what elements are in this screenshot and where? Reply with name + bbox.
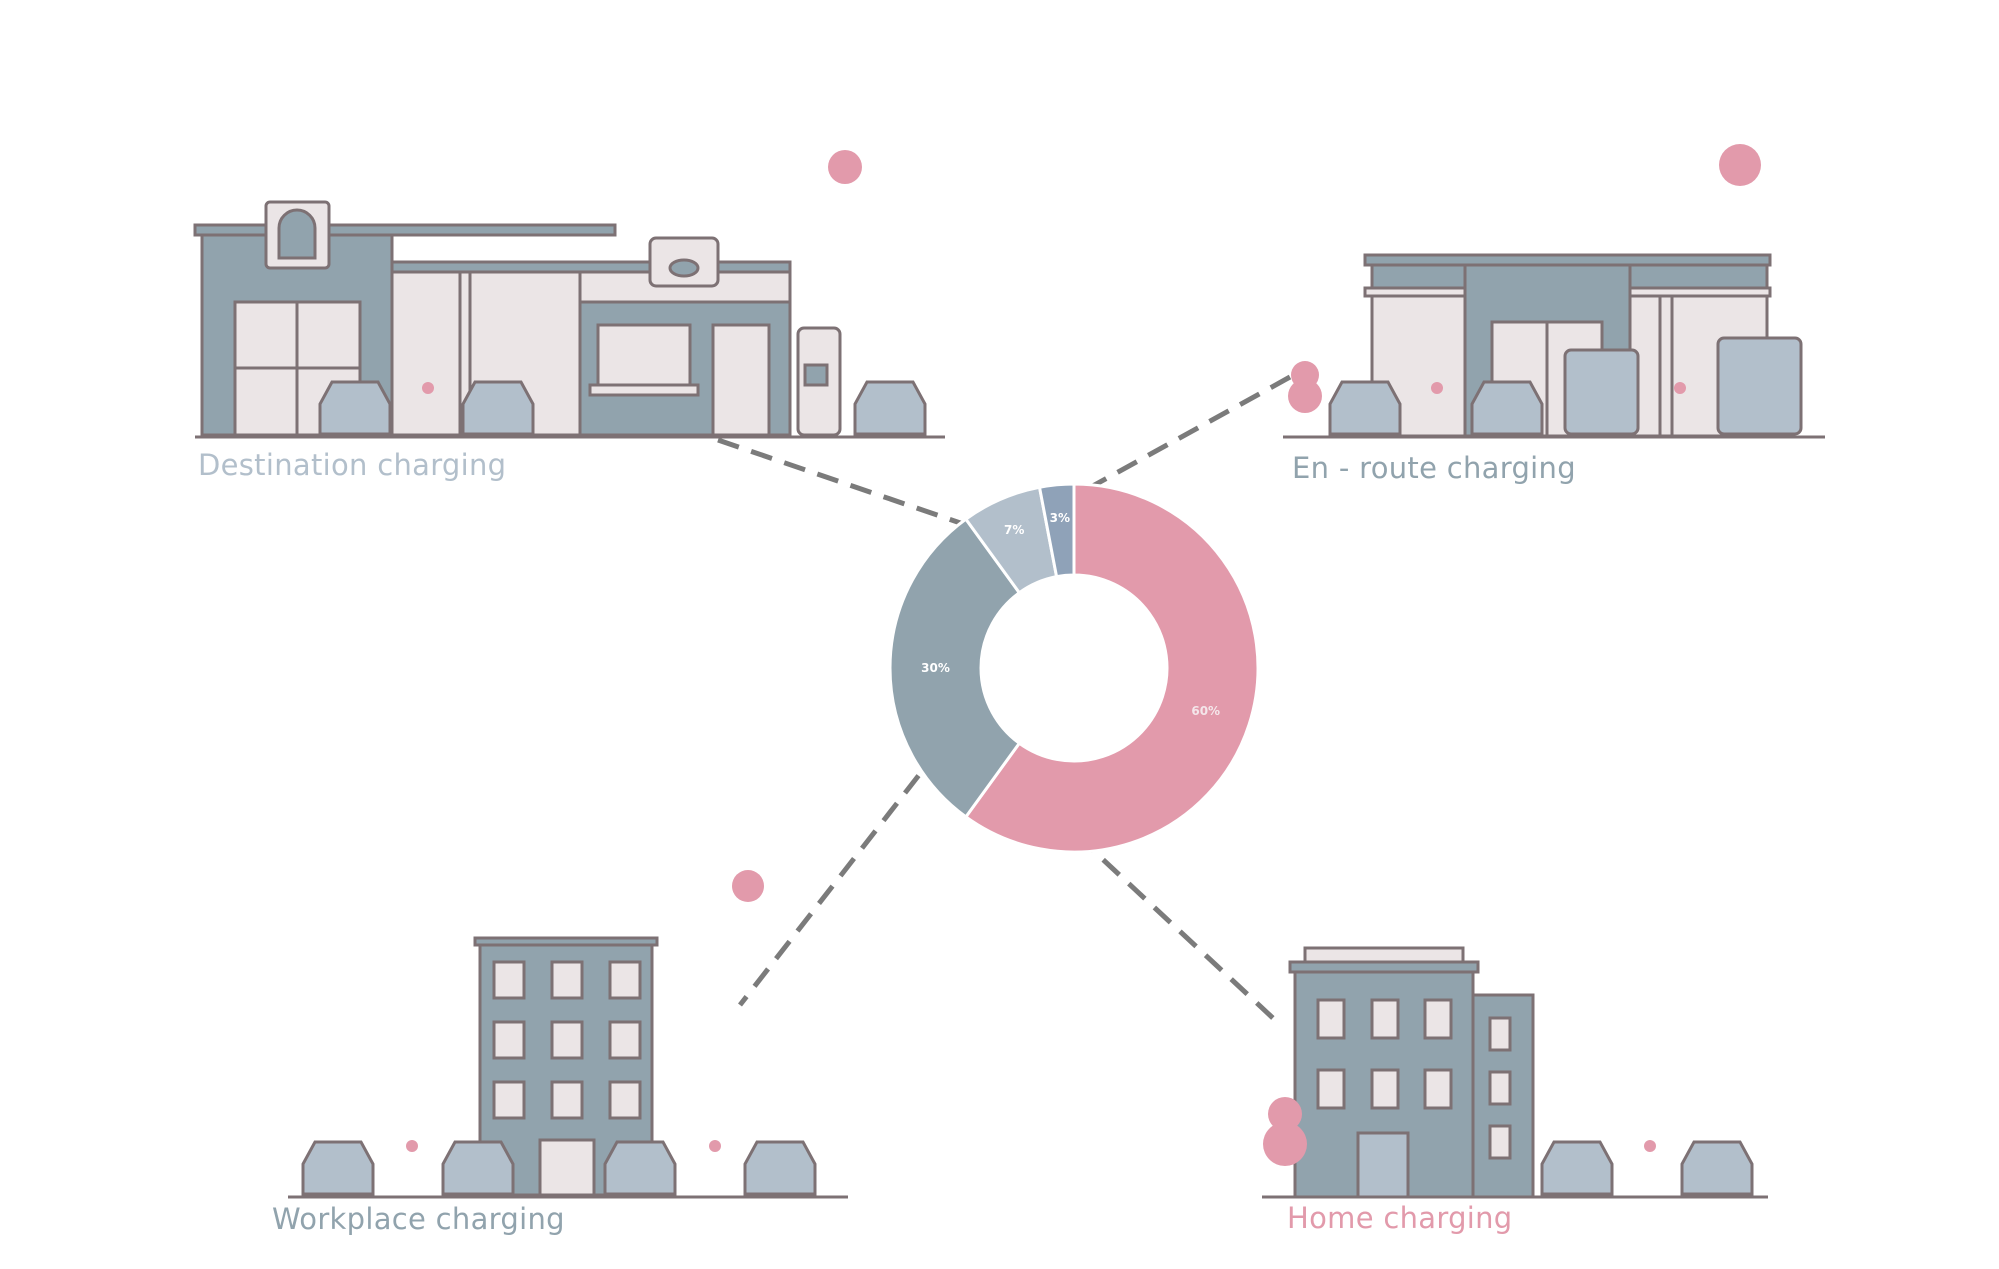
caption-home-charging: Home charging: [1287, 1201, 1513, 1235]
donut-slice-0: [963, 482, 1260, 854]
decor-dot: [828, 150, 862, 184]
donut-slice-label: 30%: [921, 661, 950, 675]
caption-destination-charging: Destination charging: [198, 448, 507, 482]
caption-enroute-charging: En - route charging: [1292, 451, 1576, 485]
donut-slice-label: 60%: [1191, 704, 1220, 718]
decor-dot: [732, 870, 764, 902]
charging-share-donut: 60% 30% 7% 3%: [888, 482, 1260, 854]
connector-workplace: [738, 746, 942, 1007]
connector-enroute: [1060, 374, 1292, 506]
donut-slice-label: 7%: [1004, 523, 1024, 537]
donut-slice-3: [1037, 482, 1076, 579]
donut-slice-1: [888, 517, 1022, 819]
decor-dot: [1719, 144, 1761, 186]
enroute-charging-illustration: [1283, 253, 1825, 439]
donut-slice-label: 3%: [1050, 511, 1070, 525]
destination-charging-illustration: [193, 200, 945, 439]
home-charging-illustration: [1262, 946, 1768, 1199]
workplace-charging-illustration: [288, 936, 848, 1199]
caption-workplace-charging: Workplace charging: [272, 1202, 565, 1236]
